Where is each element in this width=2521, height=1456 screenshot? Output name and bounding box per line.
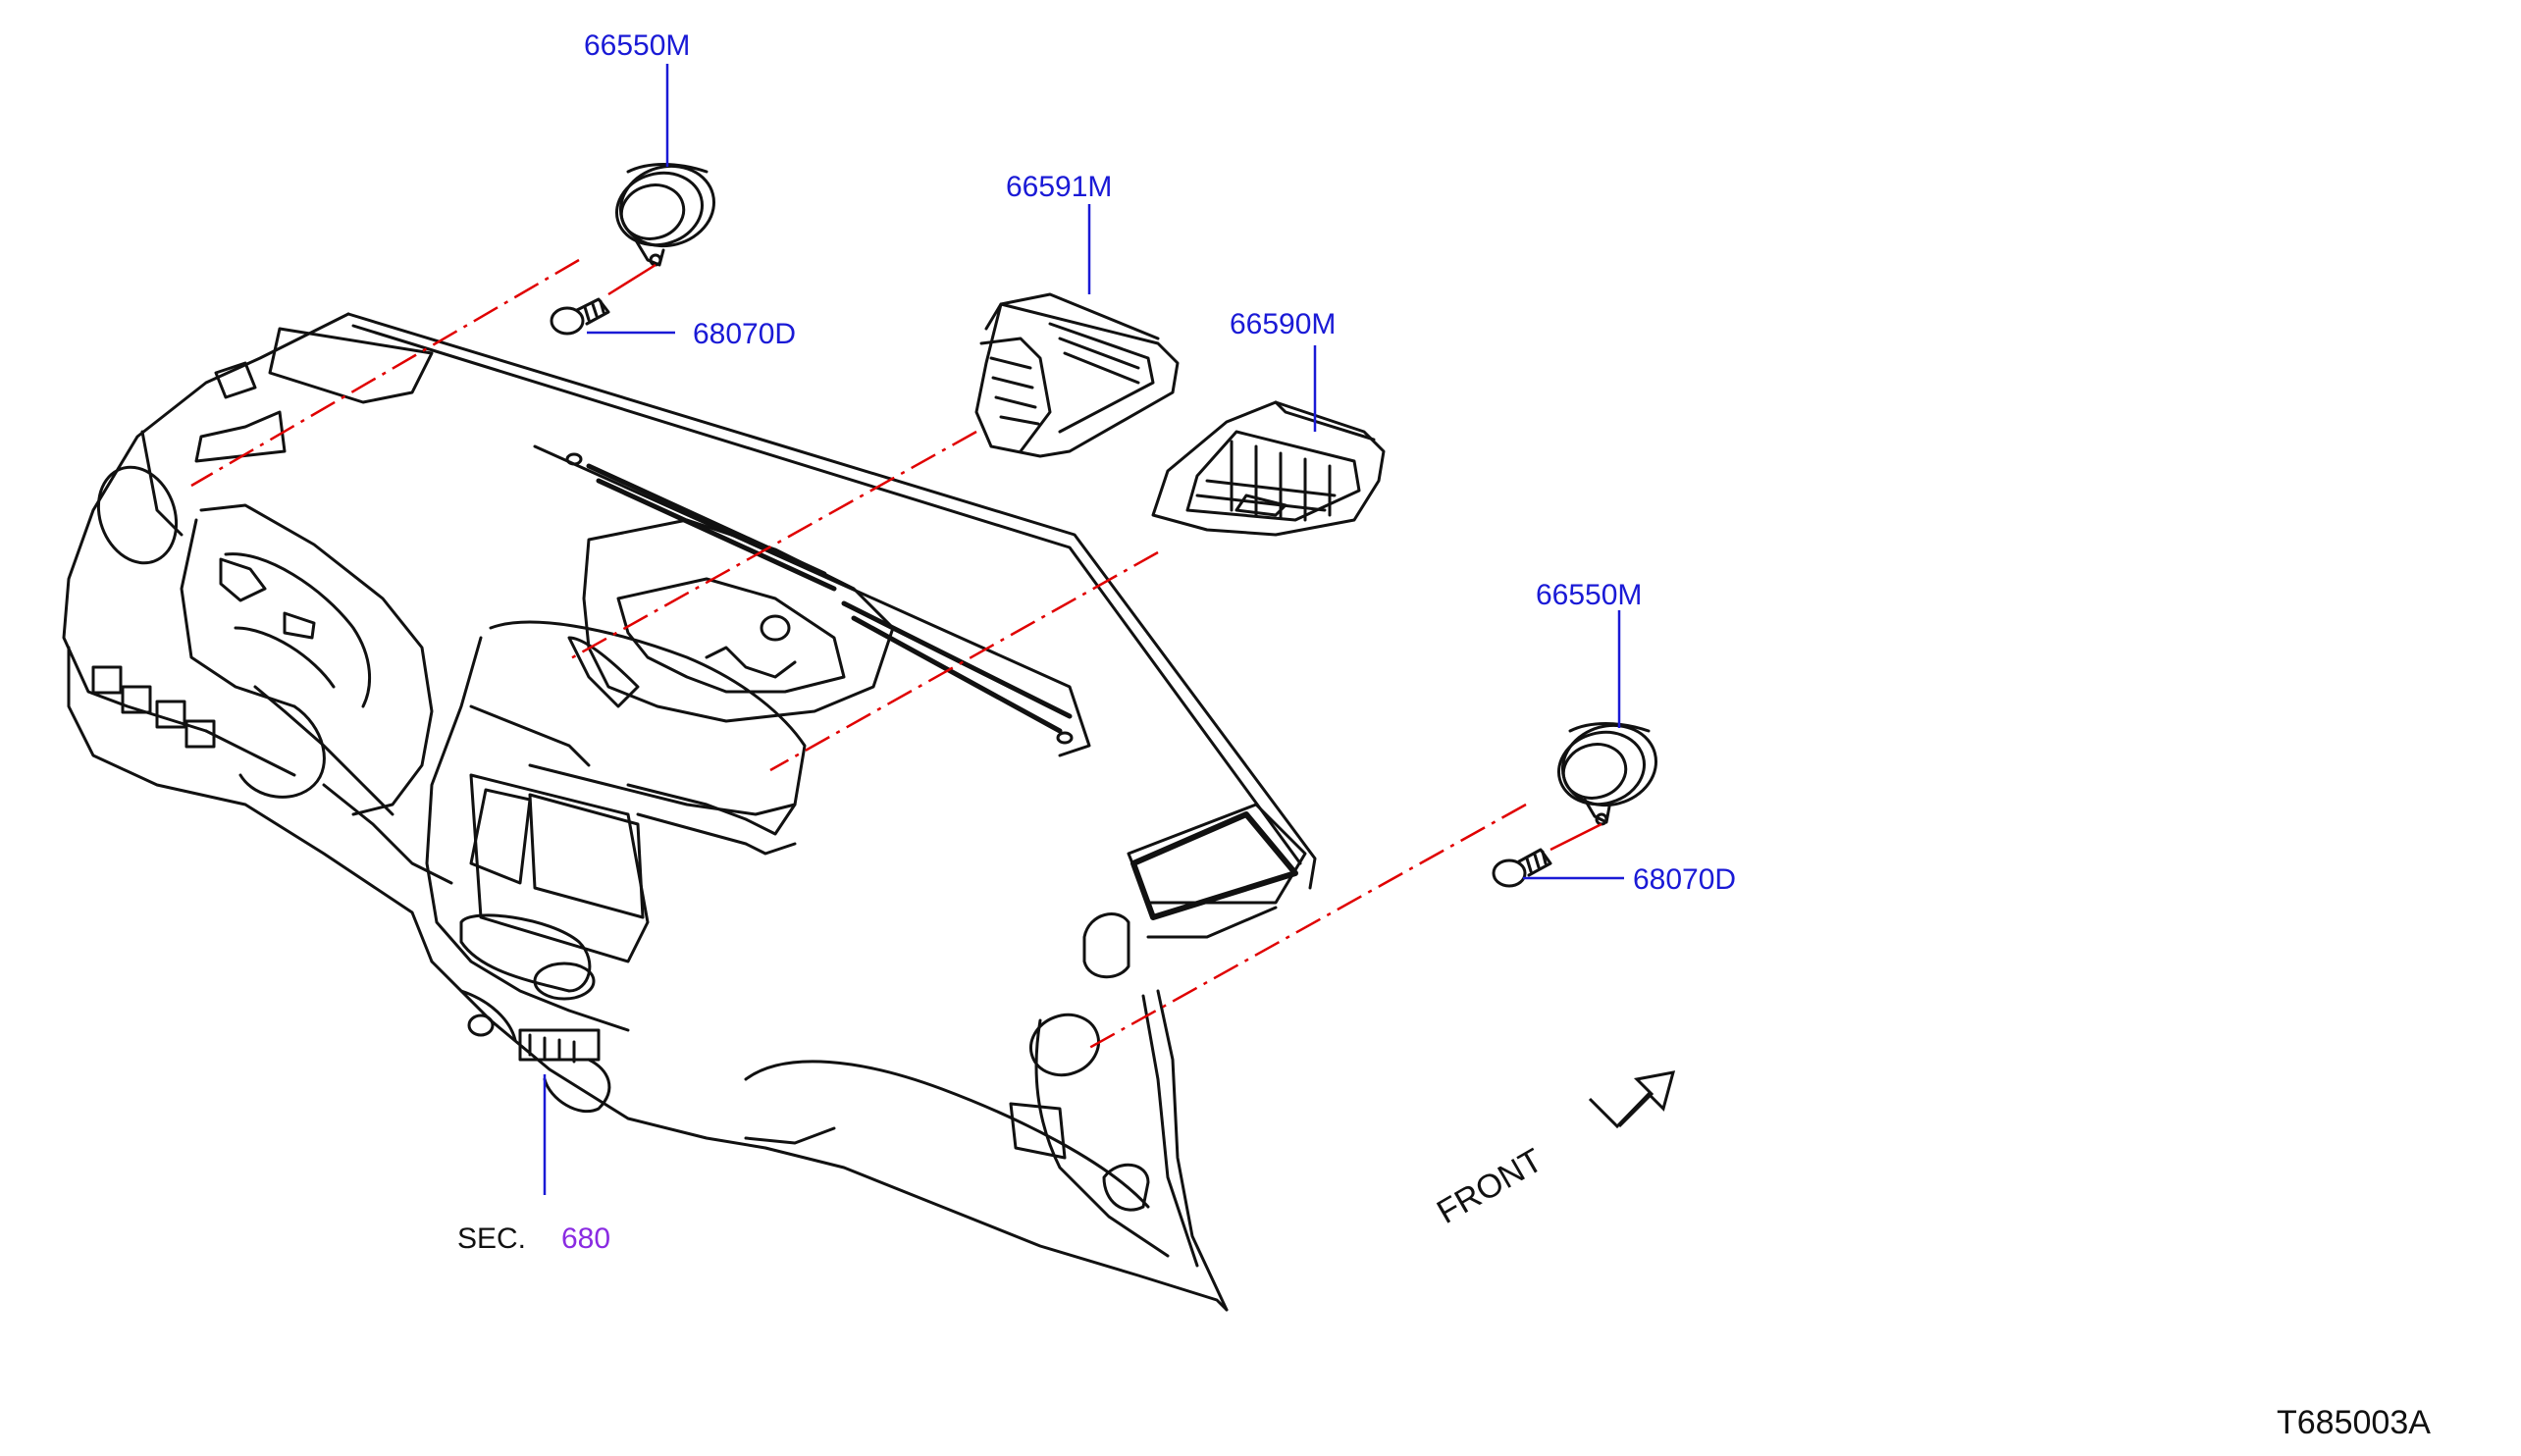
callout-screw-upper: 68070D (693, 318, 797, 350)
section-prefix: SEC. (457, 1222, 527, 1255)
callout-center-vent-right: 66590M (1230, 308, 1337, 340)
leader-lines (543, 64, 1624, 1195)
drawing-id: T685003A (2277, 1404, 2431, 1441)
instrument-panel (62, 312, 1317, 1312)
screw-leaders-red (607, 263, 1602, 852)
center-vent-66590M (1151, 400, 1386, 537)
callout-side-vent-lower: 66550M (1536, 579, 1643, 611)
section-number-link[interactable]: 680 (561, 1222, 611, 1255)
callout-side-vent-upper: 66550M (584, 29, 691, 62)
side-vent-upper-left (614, 163, 716, 267)
callout-center-vent-left: 66591M (1006, 171, 1113, 203)
callout-screw-lower: 68070D (1633, 863, 1737, 896)
screw-upper (550, 297, 610, 336)
side-vent-lower-right (1556, 722, 1658, 826)
center-vent-66591M (974, 292, 1180, 458)
centerlines (190, 258, 1527, 1050)
screw-lower (1492, 848, 1552, 888)
front-arrow-icon (1588, 1070, 1676, 1129)
